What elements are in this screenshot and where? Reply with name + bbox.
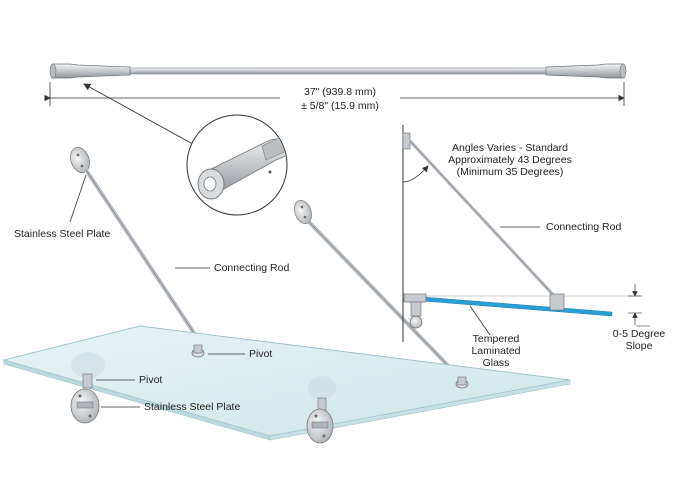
label-glass-line2: Laminated [471, 345, 521, 357]
dimension-length-label: 37" (939.8 mm) [303, 86, 376, 98]
angle-note-line1: Angles Varies - Standard [452, 142, 568, 154]
canopy-perspective [2, 147, 571, 444]
label-glass-line1: Tempered [472, 333, 520, 345]
perspective-leaders [69, 174, 245, 408]
dimension-tolerance-label: ± 5/8" (15.9 mm) [301, 100, 379, 112]
wall-plate-left-top [70, 147, 90, 173]
label-slope-line2: Slope [625, 340, 653, 352]
angle-note-line3: (Minimum 35 Degrees) [456, 166, 564, 178]
side-view [402, 125, 650, 342]
label-pivot-lower: Pivot [139, 374, 163, 386]
label-stainless-steel-plate-bottom: Stainless Steel Plate [144, 401, 241, 413]
angle-note-line2: Approximately 43 Degrees [448, 154, 572, 166]
label-stainless-steel-plate-top: Stainless Steel Plate [14, 228, 111, 240]
label-pivot-upper: Pivot [249, 348, 273, 360]
wall-plate-right-top [294, 200, 312, 224]
side-glass [409, 295, 613, 317]
label-glass-line3: Glass [482, 357, 510, 369]
label-slope-line1: 0-5 Degree [612, 328, 666, 340]
rod-top-view [49, 63, 627, 79]
detail-magnified-end [186, 114, 288, 216]
label-connecting-rod-main: Connecting Rod [214, 262, 290, 274]
angle-arc [402, 165, 429, 183]
dimension-lines [44, 82, 625, 106]
detail-leader [83, 83, 201, 149]
pivot-lower [82, 373, 93, 389]
label-connecting-rod-side: Connecting Rod [546, 221, 622, 233]
side-leaders [469, 226, 540, 336]
